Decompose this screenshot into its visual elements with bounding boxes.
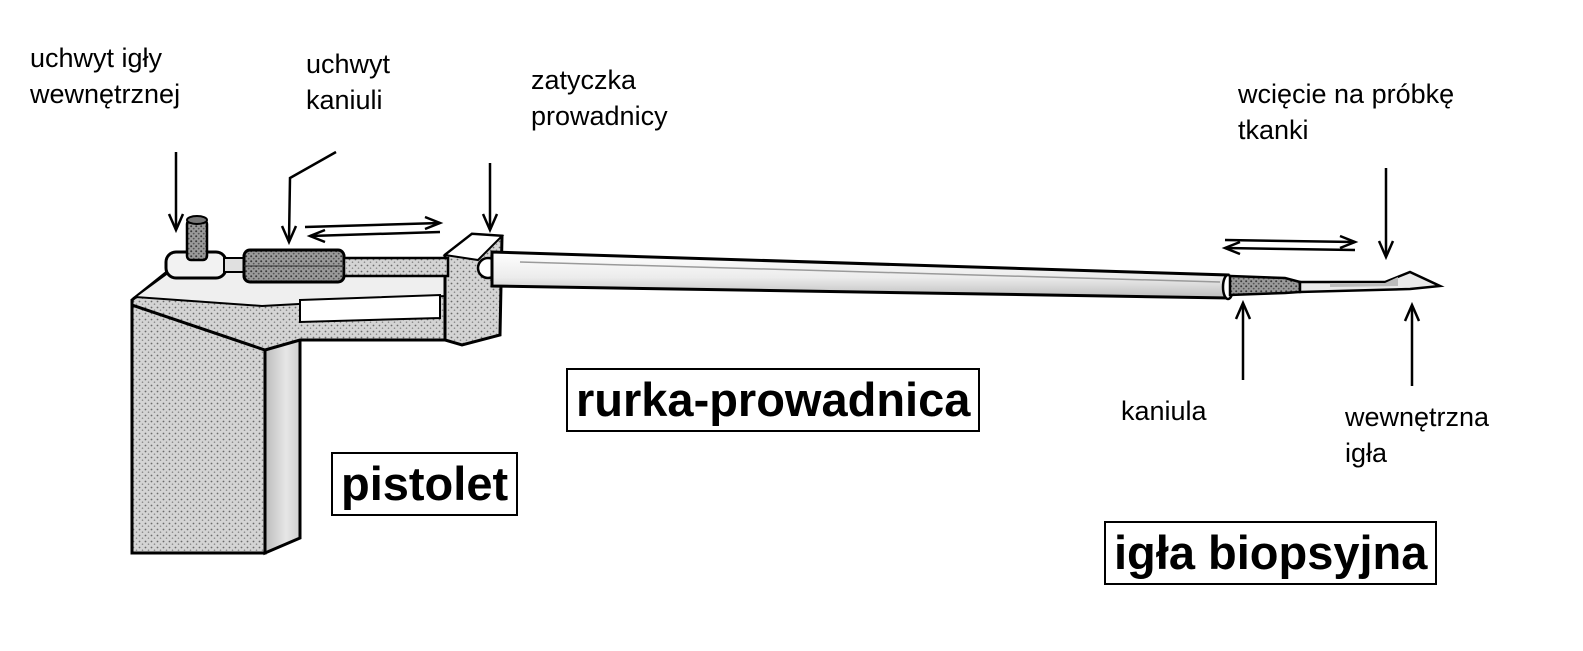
- label-tissue-notch: wcięcie na próbkę tkanki: [1238, 76, 1454, 148]
- arrow-inner-needle: [1403, 301, 1421, 386]
- inner-needle-holder-part: [164, 215, 245, 280]
- label-guide-plug-line2: prowadnicy: [531, 101, 668, 131]
- label-inner-needle-holder-line1: uchwyt igły: [30, 43, 163, 73]
- gun-handle-side: [263, 338, 302, 556]
- label-cannula-holder-line1: uchwyt: [306, 49, 391, 79]
- label-inner-needle-line1: wewnętrzna: [1345, 402, 1490, 432]
- arrow-cannula: [1234, 299, 1252, 380]
- label-cannula-holder: uchwyt kaniuli: [306, 46, 390, 118]
- label-guide-plug: zatyczka prowadnicy: [531, 62, 668, 134]
- label-cannula-holder-line2: kaniuli: [306, 85, 383, 115]
- inner-needle-part: [1298, 270, 1445, 294]
- guide-tube-part: [490, 250, 1235, 301]
- label-inner-needle: wewnętrzna igła: [1345, 399, 1489, 471]
- label-tissue-notch-line1: wcięcie na próbkę: [1238, 79, 1455, 109]
- label-guide-plug-line1: zatyczka: [531, 65, 637, 95]
- label-inner-needle-line2: igła: [1345, 438, 1388, 468]
- needle-slide-arrows: [1221, 234, 1359, 256]
- arrow-tissue-notch: [1377, 168, 1395, 261]
- arrow-cannula-holder: [280, 150, 337, 246]
- label-inner-needle-holder-line2: wewnętrznej: [30, 79, 181, 109]
- cannula-part: [1228, 274, 1302, 297]
- cannula-holder-part: [242, 248, 450, 284]
- box-guide-tube: rurka-prowadnica: [566, 368, 981, 432]
- box-gun: pistolet: [331, 452, 519, 516]
- box-biopsy-needle: igła biopsyjna: [1104, 521, 1438, 585]
- gun-slide-arrows: [304, 215, 444, 244]
- gun-handle: [130, 303, 267, 555]
- arrow-inner-needle-holder: [167, 152, 185, 234]
- label-tissue-notch-line2: tkanki: [1238, 115, 1309, 145]
- arrow-guide-plug: [481, 163, 499, 234]
- gun-slot: [299, 293, 441, 324]
- label-cannula: kaniula: [1121, 396, 1207, 426]
- guide-plug-face: [442, 232, 505, 262]
- label-inner-needle-holder: uchwyt igły wewnętrznej: [30, 40, 180, 112]
